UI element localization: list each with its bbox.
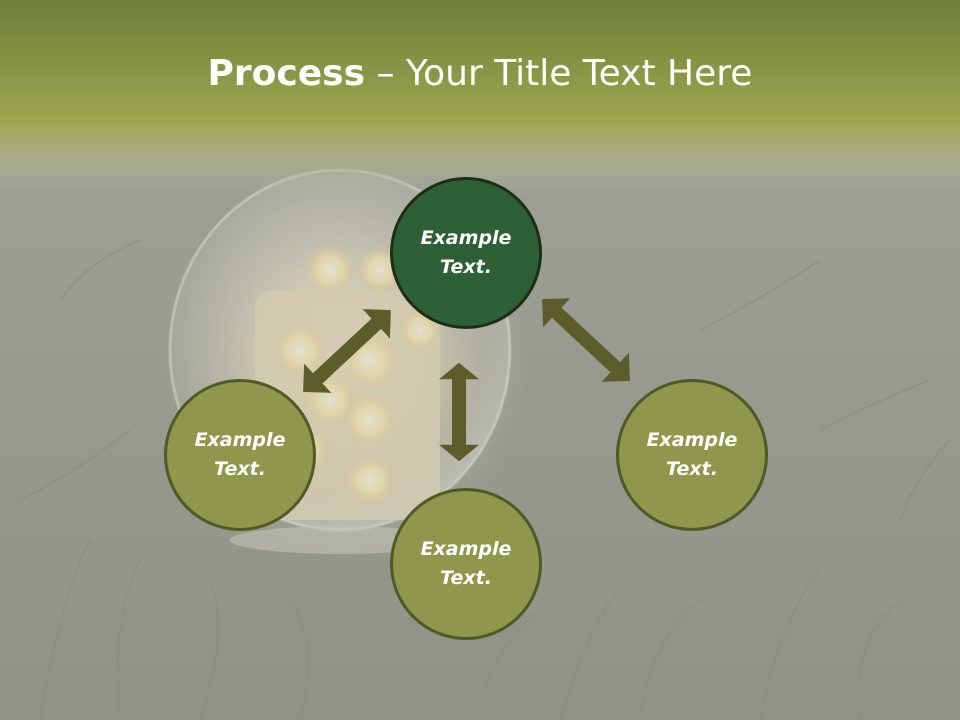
node-top[interactable]: Example Text.	[390, 177, 542, 329]
node-bottom[interactable]: Example Text.	[390, 488, 542, 640]
slide-title: Process – Your Title Text Here	[0, 50, 960, 98]
double-arrow-icon	[528, 284, 644, 396]
title-rest-part: – Your Title Text Here	[365, 53, 753, 94]
double-arrow-icon	[289, 295, 405, 407]
node-right[interactable]: Example Text.	[616, 379, 768, 531]
node-bottom-label: Example Text.	[420, 538, 512, 589]
title-bold-part: Process	[207, 53, 366, 94]
double-arrow-icon	[439, 362, 479, 462]
node-right-label: Example Text.	[646, 429, 738, 480]
node-left-label: Example Text.	[194, 429, 286, 480]
node-left[interactable]: Example Text.	[164, 379, 316, 531]
node-top-label: Example Text.	[420, 227, 512, 278]
